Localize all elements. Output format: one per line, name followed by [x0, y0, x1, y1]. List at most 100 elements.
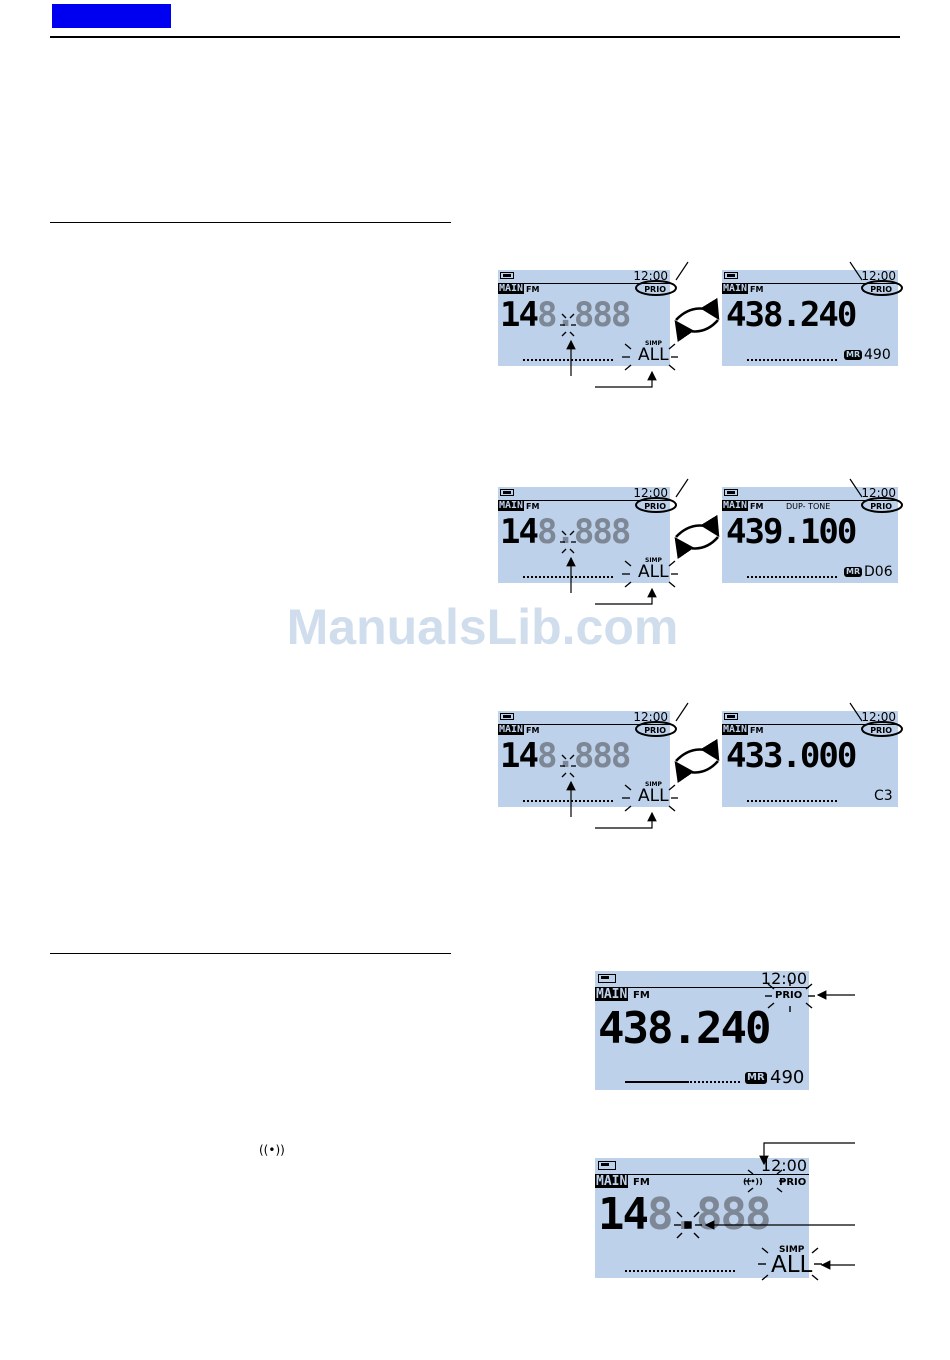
memory-frequency: 439.100 [726, 512, 857, 552]
prio-oval [861, 280, 903, 296]
blink-spark-icon [560, 530, 576, 554]
s-meter [523, 359, 613, 361]
prio-label: PRIO [870, 502, 892, 511]
cycle-arrow-icon [675, 297, 720, 321]
blink-spark-icon [745, 1169, 785, 1193]
vfo-frequency: 148.888 [598, 1189, 771, 1240]
pending-symbol: ((•)) [259, 1143, 285, 1157]
s-meter [523, 800, 613, 802]
prio-label: PRIO [870, 726, 892, 735]
mode: FM [633, 1177, 650, 1188]
memory-frequency: 438.240 [598, 1003, 771, 1054]
battery-icon [500, 713, 514, 720]
battery-icon [500, 489, 514, 496]
memory-frequency: 433.000 [726, 736, 857, 776]
s-meter [690, 1081, 740, 1083]
main-tag: MAIN [595, 987, 629, 1002]
battery-icon [724, 489, 738, 496]
section-tab [52, 4, 171, 28]
vfo-frequency: 148.888 [500, 512, 631, 552]
bottom-1-annotations [765, 980, 855, 1012]
lcd-vfo-3: 12:00 MAIN FM PRIO 148.888 SIMP ALL [498, 711, 670, 807]
vfo-frequency: 148.888 [500, 295, 631, 335]
clock: 12:00 [633, 269, 668, 283]
main-tag: MAIN [498, 500, 525, 511]
channel-number: 490 [864, 347, 891, 363]
clock: 12:00 [760, 1156, 807, 1175]
prio-label: PRIO [870, 285, 892, 294]
prio-oval [861, 497, 903, 513]
section-rule-1 [50, 222, 451, 223]
main-tag: MAIN [722, 283, 749, 294]
s-meter [625, 1270, 735, 1272]
mr-badge: MR [844, 567, 863, 577]
lcd-memory-1: 12:00 MAIN FM PRIO 438.240 MR 490 [722, 270, 898, 366]
main-tag: MAIN [498, 283, 525, 294]
blink-spark-icon [765, 980, 815, 1012]
mode: FM [750, 726, 764, 735]
blink-spark-icon [560, 754, 576, 778]
s-meter [523, 576, 613, 578]
blink-spark-icon [622, 343, 678, 371]
blink-spark-icon [560, 313, 576, 337]
watermark: ManualsLib.com [286, 599, 679, 655]
battery-icon [724, 272, 738, 279]
section-rule-2 [50, 953, 451, 954]
pair-2-annotations [560, 478, 903, 605]
prio-oval [861, 721, 903, 737]
prio-label: PRIO [644, 502, 666, 511]
mr-badge: MR [745, 1072, 767, 1084]
clock: 12:00 [861, 486, 896, 500]
s-meter-filled [625, 1081, 689, 1083]
s-meter [747, 576, 837, 578]
pair-1-annotations [560, 261, 903, 388]
clock: 12:00 [633, 710, 668, 724]
lcd-priority-scan: 12:00 MAIN FM ((•)) PRIO 148.888 SIMP AL… [595, 1156, 813, 1278]
main-tag: MAIN [722, 500, 749, 511]
prio-label: PRIO [779, 1177, 807, 1188]
main-tag: MAIN [722, 724, 749, 735]
pair-3-annotations [560, 702, 903, 829]
mode: FM [526, 726, 540, 735]
main-tag: MAIN [498, 724, 525, 735]
s-meter [747, 359, 837, 361]
channel-number: 490 [770, 1067, 805, 1088]
all-label: ALL [638, 786, 669, 806]
battery-icon [500, 272, 514, 279]
lcd-priority-memory: 12:00 MAIN FM PRIO 438.240 MR 490 [595, 971, 809, 1090]
all-label: ALL [638, 345, 669, 365]
mode: FM [750, 502, 764, 511]
dup-tone-label: DUP- TONE [786, 502, 831, 511]
simp-label: SIMP [645, 781, 662, 788]
battery-icon [598, 974, 616, 983]
prio-oval [635, 280, 677, 296]
prio-label: PRIO [775, 990, 803, 1001]
simp-label: SIMP [779, 1245, 805, 1255]
all-label: ALL [638, 562, 669, 582]
battery-icon [598, 1161, 616, 1170]
bottom-2-annotations [674, 1142, 855, 1281]
all-label: ALL [771, 1252, 813, 1278]
vfo-frequency: 148.888 [500, 736, 631, 776]
memory-frequency: 438.240 [726, 295, 857, 335]
blink-spark-icon [622, 560, 678, 588]
clock: 12:00 [633, 486, 668, 500]
blink-spark-icon [758, 1247, 822, 1281]
clock: 12:00 [760, 969, 807, 988]
channel-number: D06 [864, 564, 893, 580]
blink-spark-icon [674, 1211, 702, 1239]
prio-oval [635, 721, 677, 737]
header-rule [50, 36, 900, 38]
channel-number: C3 [874, 788, 893, 804]
mode: FM [526, 285, 540, 294]
mode: FM [750, 285, 764, 294]
lcd-memory-2: 12:00 MAIN FM DUP- TONE PRIO 439.100 MR … [722, 487, 898, 583]
simp-label: SIMP [645, 557, 662, 564]
prio-label: PRIO [644, 285, 666, 294]
cycle-arrow-icon [675, 738, 720, 762]
mode: FM [633, 990, 650, 1001]
s-meter [747, 800, 837, 802]
cycle-arrow-icon [675, 514, 720, 538]
main-tag: MAIN [595, 1174, 629, 1189]
